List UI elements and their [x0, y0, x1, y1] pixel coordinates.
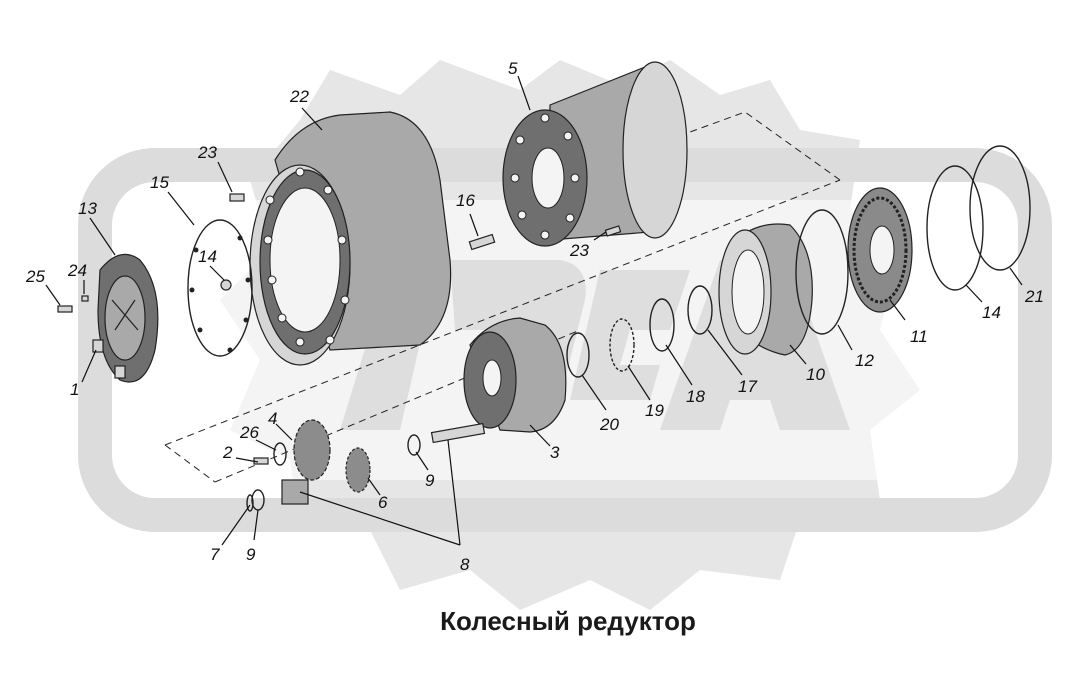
- part-23-bolt-upper: [229, 193, 245, 202]
- callout-5: 5: [508, 59, 518, 78]
- callout-22: 22: [289, 87, 309, 106]
- callout-13: 13: [78, 199, 97, 218]
- part-26-washer: [273, 442, 287, 466]
- part-21-ring: [969, 145, 1031, 271]
- part-5-housing: [502, 61, 688, 247]
- part-15-gasket: [187, 219, 253, 357]
- callout-23b: 23: [569, 241, 589, 260]
- callout-1: 1: [70, 380, 79, 399]
- callout-18: 18: [686, 387, 705, 406]
- part-20-ring: [566, 332, 590, 378]
- callout-17: 17: [738, 377, 757, 396]
- part-10-ring-gear: [718, 223, 813, 356]
- part-4-gear: [293, 419, 331, 481]
- part-14-ring-large: [926, 165, 984, 291]
- callout-21: 21: [1024, 287, 1044, 306]
- callout-12: 12: [855, 351, 874, 370]
- part-25-bolt: [57, 305, 73, 313]
- part-1-bushing-a: [92, 339, 104, 353]
- callout-26: 26: [239, 423, 259, 442]
- callout-16: 16: [456, 191, 475, 210]
- callout-8: 8: [460, 555, 470, 574]
- callout-4: 4: [268, 409, 277, 428]
- part-6-gear: [345, 447, 371, 493]
- callout-9a: 9: [425, 471, 435, 490]
- part-16-bolt: [468, 233, 496, 251]
- callout-25: 25: [25, 267, 45, 286]
- part-11-toothed-disc: [847, 187, 913, 313]
- callout-14b: 14: [982, 303, 1001, 322]
- callout-14a: 14: [198, 247, 217, 266]
- callout-2: 2: [222, 443, 233, 462]
- callout-20: 20: [599, 415, 619, 434]
- callout-6: 6: [378, 493, 388, 512]
- callout-11: 11: [910, 327, 928, 346]
- part-9-ring-right: [407, 434, 421, 456]
- callout-labels: 1 2 3 4 5 6 7 8 9 9 10 11 12 13 14 14 15…: [25, 59, 1044, 574]
- part-22-hub: [249, 111, 452, 366]
- leader-lines: [45, 75, 1023, 546]
- part-2-pin: [253, 457, 269, 465]
- part-3-carrier: [463, 317, 567, 433]
- callout-10: 10: [806, 365, 825, 384]
- part-13-cover: [97, 253, 159, 383]
- part-12-ring: [795, 209, 849, 335]
- part-23-bolt-lower: [604, 225, 622, 237]
- part-14-plug: [220, 279, 232, 291]
- callout-9b: 9: [246, 545, 256, 564]
- part-1-bushing-b: [114, 365, 126, 379]
- part-8-pin: [430, 422, 486, 444]
- callout-23a: 23: [197, 143, 217, 162]
- diagram-caption: Колесный редуктор: [440, 606, 696, 636]
- part-17-ring: [687, 285, 713, 335]
- part-7-clip: [246, 494, 254, 512]
- part-18-ring: [649, 298, 675, 352]
- callout-15: 15: [150, 173, 169, 192]
- callout-24: 24: [67, 261, 87, 280]
- callout-19: 19: [645, 401, 664, 420]
- callout-3: 3: [550, 443, 560, 462]
- part-19-washer: [609, 318, 635, 372]
- part-24-pin: [81, 295, 89, 302]
- callout-7: 7: [210, 545, 220, 564]
- part-8-bushing: [281, 479, 309, 505]
